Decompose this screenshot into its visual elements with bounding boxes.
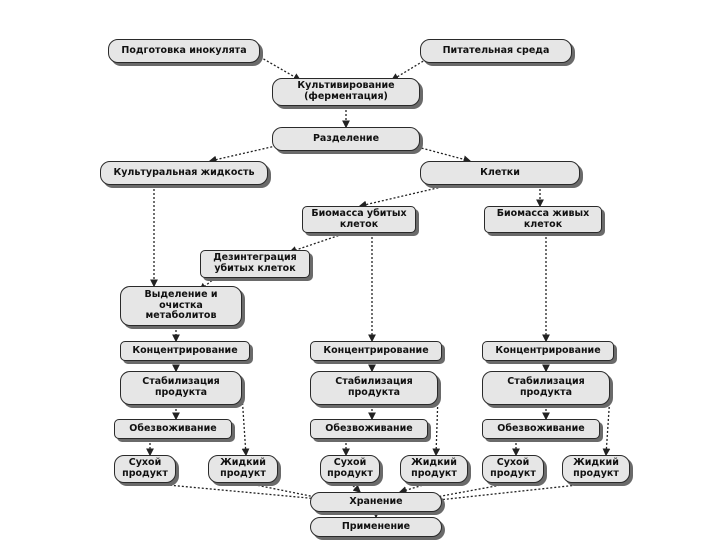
concentration-node-1: Концентрирование bbox=[120, 341, 250, 361]
edge-liquid3-storage bbox=[418, 482, 597, 506]
concentration-node-2: Концентрирование bbox=[310, 341, 442, 361]
edge-stab2-liquid2 bbox=[432, 394, 441, 457]
isolation-node: Выделение и очистка метаболитов bbox=[120, 286, 242, 326]
edge-dry1-storage bbox=[145, 482, 332, 504]
edge-liquid2-storage bbox=[398, 482, 431, 494]
edge-dry2-storage bbox=[349, 482, 361, 493]
dry-product-node-2: Сухой продукт bbox=[320, 455, 380, 483]
edge-stab1-liquid1 bbox=[241, 394, 250, 457]
dry-product-node-1: Сухой продукт bbox=[114, 455, 176, 483]
concentration-node-3: Концентрирование bbox=[482, 341, 614, 361]
edge-stab3-liquid3 bbox=[602, 394, 611, 457]
medium-node: Питательная среда bbox=[420, 39, 572, 63]
dehydration-node-3: Обезвоживание bbox=[482, 419, 600, 439]
culture-liquid-node: Культуральная жидкость bbox=[100, 161, 268, 185]
edge-cells-dead-biomass bbox=[358, 184, 451, 209]
cultivation-node: Культивирование (ферментация) bbox=[272, 78, 420, 106]
liquid-product-node-2: Жидкий продукт bbox=[400, 455, 468, 483]
edge-dead-biomass-disintegration bbox=[288, 232, 347, 254]
stabilization-node-1: Стабилизация продукта bbox=[120, 371, 242, 405]
storage-node: Хранение bbox=[310, 492, 442, 512]
dry-product-node-3: Сухой продукт bbox=[482, 455, 544, 483]
application-node: Применение bbox=[310, 517, 442, 537]
cells-node: Клетки bbox=[420, 161, 580, 185]
disintegration-node: Дезинтеграция убитых клеток bbox=[200, 250, 310, 278]
stabilization-node-3: Стабилизация продукта bbox=[482, 371, 610, 405]
dehydration-node-2: Обезвоживание bbox=[310, 419, 428, 439]
edge-medium-cultivation bbox=[390, 56, 431, 81]
dehydration-node-1: Обезвоживание bbox=[114, 419, 232, 439]
edge-separation-culture-liquid bbox=[208, 144, 281, 164]
live-biomass-node: Биомасса живых клеток bbox=[484, 206, 602, 233]
stabilization-node-2: Стабилизация продукта bbox=[310, 371, 438, 405]
liquid-product-node-3: Жидкий продукт bbox=[562, 455, 630, 483]
inoculum-node: Подготовка инокулята bbox=[108, 39, 260, 63]
dead-biomass-node: Биомасса убитых клеток bbox=[302, 206, 416, 233]
edge-inoculum-cultivation bbox=[259, 56, 302, 81]
liquid-product-node-1: Жидкий продукт bbox=[208, 455, 278, 483]
edge-separation-cells bbox=[409, 144, 472, 164]
separation-node: Разделение bbox=[272, 127, 420, 151]
